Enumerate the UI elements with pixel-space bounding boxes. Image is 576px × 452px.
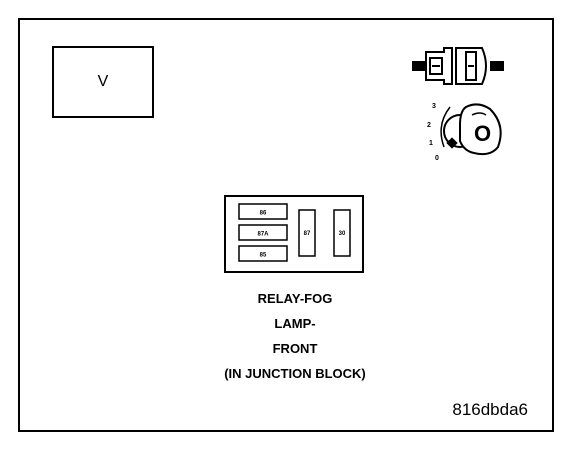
ignition-key-icon: 3 2 1 0 O — [427, 103, 502, 162]
key-position-2: 2 — [427, 122, 431, 129]
pin-label-30: 30 — [339, 231, 346, 237]
connector-icon — [412, 47, 504, 85]
pin-86-terminal — [238, 203, 288, 220]
pin-87a-terminal — [238, 224, 288, 241]
view-label: V — [97, 73, 109, 90]
relay-diagram: 86 87A 85 87 30 — [224, 195, 364, 273]
caption-line-4: (IN JUNCTION BLOCK) — [224, 366, 366, 381]
pin-87-terminal — [298, 209, 316, 257]
pin-30-terminal — [333, 209, 351, 257]
key-cap-text: O — [474, 121, 491, 146]
view-box: V — [52, 46, 154, 118]
pin-85-terminal — [238, 245, 288, 262]
key-position-0: 0 — [435, 155, 439, 162]
caption-line-1: RELAY-FOG — [257, 291, 333, 306]
caption-line-2: LAMP- — [274, 316, 316, 331]
pin-label-85: 85 — [260, 253, 267, 259]
pin-label-86: 86 — [260, 211, 267, 217]
key-position-1: 1 — [429, 140, 433, 147]
key-position-3: 3 — [432, 103, 436, 110]
pin-label-87a: 87A — [257, 232, 269, 238]
reference-id: 816dbda6 — [452, 400, 528, 419]
diagram-frame — [18, 18, 554, 432]
caption-line-3: FRONT — [272, 341, 318, 356]
pin-label-87: 87 — [304, 231, 311, 237]
